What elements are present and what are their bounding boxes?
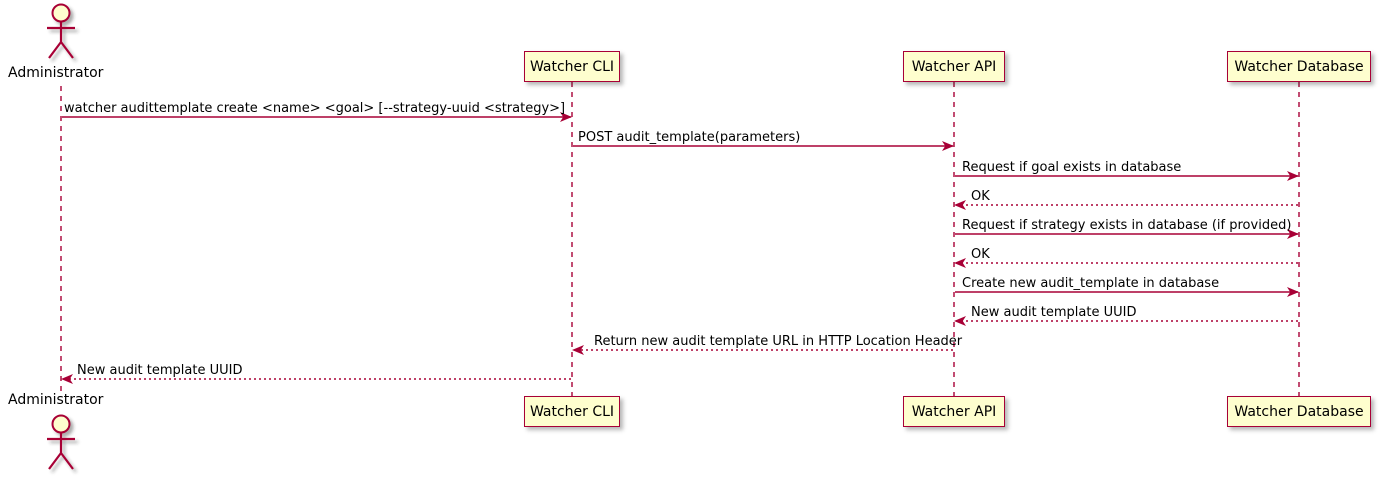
actor-body: [47, 433, 75, 470]
message-arrows-group: [61, 112, 1299, 384]
participant-box-watcher-cli-bottom[interactable]: Watcher CLI: [524, 396, 620, 427]
participant-box-watcher-database-top[interactable]: Watcher Database: [1227, 51, 1371, 82]
actor-stick-figure-top: [47, 3, 75, 59]
message-label-4: OK: [971, 189, 990, 204]
actor-head: [51, 414, 71, 434]
actor-label-administrator-top: Administrator: [8, 65, 104, 81]
message-label-9: Return new audit template URL in HTTP Lo…: [594, 334, 963, 349]
actor-label-administrator-bottom: Administrator: [8, 392, 104, 408]
participant-box-watcher-cli-top[interactable]: Watcher CLI: [524, 51, 620, 82]
message-label-3: Request if goal exists in database: [962, 160, 1182, 175]
message-label-1: watcher audittemplate create <name> <goa…: [64, 101, 566, 116]
actor-body: [47, 22, 75, 59]
message-label-5: Request if strategy exists in database (…: [962, 218, 1292, 233]
participant-box-watcher-database-bottom[interactable]: Watcher Database: [1227, 396, 1371, 427]
actor-icons-group: [47, 3, 75, 470]
participant-box-watcher-api-top[interactable]: Watcher API: [903, 51, 1005, 82]
message-label-6: OK: [971, 247, 990, 262]
lifelines-group: [60, 82, 1300, 396]
message-label-2: POST audit_template(parameters): [578, 130, 801, 145]
message-label-10: New audit template UUID: [77, 363, 243, 378]
message-label-8: New audit template UUID: [971, 305, 1137, 320]
message-label-7: Create new audit_template in database: [962, 276, 1220, 291]
actor-stick-figure-bottom: [47, 414, 75, 470]
actor-head: [51, 3, 71, 23]
participant-box-watcher-api-bottom[interactable]: Watcher API: [903, 396, 1005, 427]
